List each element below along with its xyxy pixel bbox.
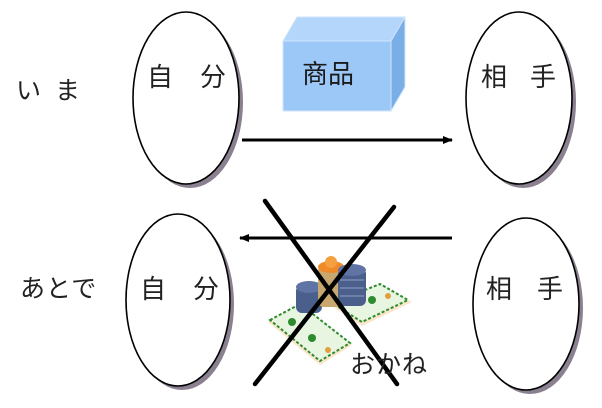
time-label-later: あとで (20, 274, 98, 303)
other-later-char2: 手 (537, 275, 564, 305)
ellipse-other-later (472, 217, 583, 394)
other-now-char2: 手 (530, 63, 557, 93)
self-later-char1: 自 (140, 275, 167, 305)
ellipse-other-now (465, 11, 576, 188)
goods-label: 商品 (302, 60, 355, 90)
box-icon (282, 15, 406, 113)
other-later-char1: 相 (486, 275, 513, 305)
self-later-char2: 分 (193, 275, 220, 305)
ellipse-self-now (132, 11, 243, 188)
other-now-char1: 相 (481, 63, 508, 93)
cross-out-icon (252, 198, 400, 387)
time-label-now: いま (16, 76, 95, 105)
money-label: おかね (350, 350, 429, 379)
ellipse-self-later (125, 213, 234, 390)
self-now-char1: 自 (147, 63, 174, 93)
self-now-char2: 分 (200, 63, 227, 93)
